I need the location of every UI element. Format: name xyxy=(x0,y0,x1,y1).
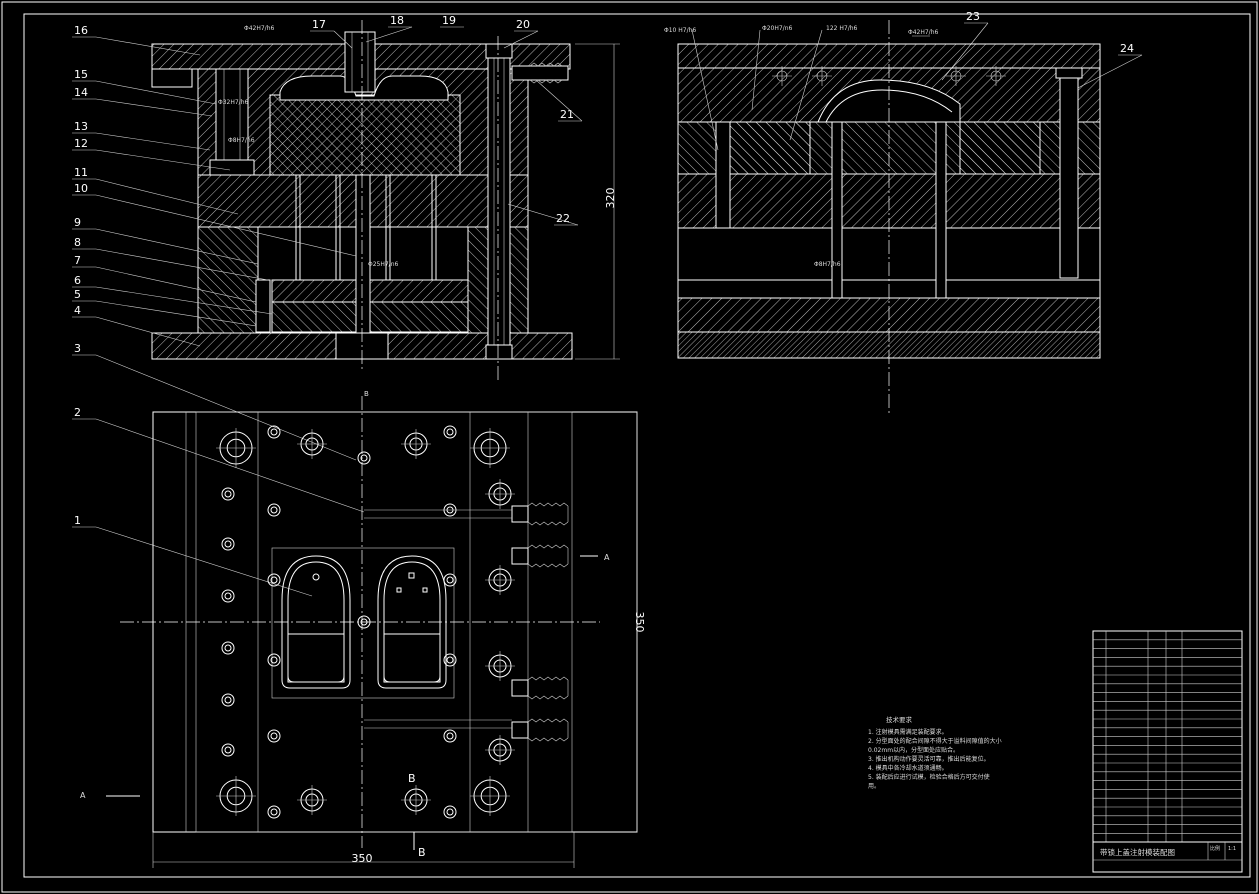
part-label: 16 xyxy=(74,24,88,37)
title-block: 带锁上盖注射模装配图 比例 1:1 xyxy=(1092,630,1243,873)
water-fitting xyxy=(511,505,529,523)
side-section-view xyxy=(677,20,1101,414)
screw-hole xyxy=(221,743,235,757)
part-label: 15 xyxy=(74,68,88,81)
tech-note-line: 4. 模具中各冷却水道须通畅。 xyxy=(868,764,948,772)
water-fitting xyxy=(511,547,529,565)
water-nozzle-left xyxy=(151,68,193,88)
screw-hole xyxy=(221,589,235,603)
left-spacer-block xyxy=(197,226,259,334)
cavity-window xyxy=(271,547,455,699)
fit-note-front-2: Φ32H7/h6 xyxy=(218,99,249,106)
core-insert xyxy=(269,94,461,176)
section-mark-b-top: B xyxy=(364,390,369,398)
part-label: 10 xyxy=(74,182,88,195)
fit-note-front-1: Φ42H7/h6 xyxy=(244,25,275,32)
screw-hole xyxy=(443,729,457,743)
screw-hole xyxy=(267,729,281,743)
part-label: 6 xyxy=(74,274,81,287)
dim-350-height: 350 xyxy=(633,612,646,633)
tech-note-line: 1. 注射模具需满足装配要求。 xyxy=(868,728,948,736)
part-label: 23 xyxy=(966,10,980,23)
title-block-title: 带锁上盖注射模装配图 xyxy=(1100,847,1175,857)
product-cavity xyxy=(279,75,449,101)
part-label: 12 xyxy=(74,137,88,150)
screw-hole xyxy=(267,653,281,667)
tech-note-line: 0.02mm以内，分型面处应贴合。 xyxy=(868,746,959,754)
sprue-puller xyxy=(355,174,371,334)
part-label: 14 xyxy=(74,86,88,99)
part-label: 1 xyxy=(74,514,81,527)
fit-note-side-3: 122 H7/h6 xyxy=(826,25,858,32)
water-nozzle xyxy=(511,65,569,81)
fit-note-side-4: Φ42H7/h6 xyxy=(908,29,939,36)
side-guide-pin xyxy=(715,121,731,229)
tech-note-line: 5. 装配后应进行试模，检验合格后方可交付使 xyxy=(868,773,990,781)
fit-note-side-1: Φ10 H7/h6 xyxy=(664,27,696,34)
product-outline-right xyxy=(377,555,447,689)
scale-value: 1:1 xyxy=(1228,846,1236,852)
tech-notes-title: 技术要求 xyxy=(886,715,913,724)
water-fitting xyxy=(511,721,529,739)
side-long-bolt xyxy=(1059,67,1079,279)
part-label: 8 xyxy=(74,236,81,249)
screw-hole xyxy=(443,653,457,667)
part-label: 2 xyxy=(74,406,81,419)
part-label: 18 xyxy=(390,14,404,27)
water-fitting xyxy=(511,679,529,697)
part-label: 5 xyxy=(74,288,81,301)
fit-note-side-2: Φ20H7/n6 xyxy=(762,25,793,32)
part-label: 17 xyxy=(312,18,326,31)
screw-hole xyxy=(267,425,281,439)
part-label: 3 xyxy=(74,342,81,355)
part-label: 20 xyxy=(516,18,530,31)
fit-note-front-3: Φ8H7/h6 xyxy=(228,137,255,144)
tech-note-line: 用。 xyxy=(868,783,880,790)
section-mark-a-left: A xyxy=(80,791,86,800)
screw-hole xyxy=(221,487,235,501)
guide-pillar-left xyxy=(215,68,249,176)
part-label: 7 xyxy=(74,254,81,267)
screw-hole xyxy=(221,693,235,707)
part-label: 9 xyxy=(74,216,81,229)
inner-frame xyxy=(23,13,1251,878)
section-mark-b-mid: B xyxy=(408,772,416,785)
dim-350-width: 350 xyxy=(352,852,373,865)
screw-hole xyxy=(221,641,235,655)
front-section-view: 320 xyxy=(151,20,620,380)
dim-320-text: 320 xyxy=(604,188,617,209)
screw-hole xyxy=(443,805,457,819)
tech-note-line: 3. 推出机构动作要灵活可靠，推出后能复位。 xyxy=(868,755,990,763)
fit-note-front-4: Φ25H7/n6 xyxy=(368,261,399,268)
part-label: 4 xyxy=(74,304,81,317)
screw-hole xyxy=(267,805,281,819)
technical-requirements: 技术要求 1. 注射模具需满足装配要求。 2. 分型面处的配合间隙不得大于溢料间… xyxy=(868,715,1002,790)
side-product-arch xyxy=(817,79,961,123)
screw-hole xyxy=(357,451,371,465)
product-outline-left xyxy=(281,555,351,689)
section-mark-a-right: A xyxy=(604,553,610,562)
screw-hole xyxy=(267,503,281,517)
fit-note-side-5: Φ8H7/h6 xyxy=(814,261,841,268)
plan-view: 350 350 xyxy=(106,396,646,868)
part-label: 24 xyxy=(1120,42,1134,55)
tech-note-line: 2. 分型面处的配合间隙不得大于溢料间隙值的大小 xyxy=(868,737,1002,745)
section-mark-b-bottom: B xyxy=(418,846,426,859)
part-label: 19 xyxy=(442,14,456,27)
long-bolt xyxy=(487,43,511,360)
side-bottom-plate xyxy=(677,297,1101,333)
part-label: 13 xyxy=(74,120,88,133)
part-label: 11 xyxy=(74,166,88,179)
screw-hole xyxy=(221,537,235,551)
sprue-bushing xyxy=(344,31,376,93)
screw-hole xyxy=(267,573,281,587)
screw-hole xyxy=(443,425,457,439)
screw-hole xyxy=(443,573,457,587)
part-label: 21 xyxy=(560,108,574,121)
part-label: 22 xyxy=(556,212,570,225)
scale-label: 比例 xyxy=(1210,845,1220,852)
